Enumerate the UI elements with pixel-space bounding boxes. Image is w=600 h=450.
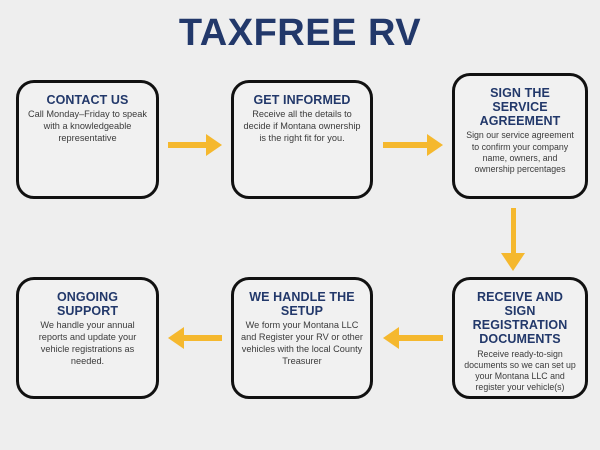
step-heading: CONTACT US: [46, 93, 129, 107]
step-box-get-informed[interactable]: GET INFORMED Receive all the details to …: [231, 80, 373, 199]
arrow-left-icon-documents-to-setup: [383, 325, 443, 351]
arrow-shaft: [168, 142, 206, 148]
step-box-receive-and-sign-registration-documents[interactable]: RECEIVE AND SIGN REGISTRATION DOCUMENTS …: [452, 277, 588, 399]
step-body: We form your Montana LLC and Register yo…: [241, 320, 363, 366]
arrow-shaft: [184, 335, 222, 341]
step-body: Receive ready-to-sign documents so we ca…: [464, 348, 576, 393]
step-heading: RECEIVE AND SIGN REGISTRATION DOCUMENTS: [472, 290, 568, 347]
step-box-ongoing-support[interactable]: ONGOING SUPPORT We handle your annual re…: [16, 277, 159, 399]
arrow-shaft: [399, 335, 443, 341]
arrow-head: [168, 327, 184, 349]
step-heading: SIGN THE SERVICE AGREEMENT: [479, 86, 561, 129]
arrow-head: [427, 134, 443, 156]
step-box-we-handle-the-setup[interactable]: WE HANDLE THE SETUP We form your Montana…: [231, 277, 373, 399]
arrow-head: [206, 134, 222, 156]
step-box-sign-the-service-agreement[interactable]: SIGN THE SERVICE AGREEMENT Sign our serv…: [452, 73, 588, 199]
step-body: Call Monday–Friday to speak with a knowl…: [28, 109, 147, 143]
step-body: Receive all the details to decide if Mon…: [243, 109, 361, 143]
arrow-down-icon-agreement-to-documents: [500, 208, 526, 271]
step-heading: WE HANDLE THE SETUP: [249, 290, 355, 319]
arrow-head: [501, 253, 525, 271]
arrow-shaft: [510, 208, 516, 253]
arrow-shaft: [383, 142, 427, 148]
step-box-contact-us[interactable]: CONTACT US Call Monday–Friday to speak w…: [16, 80, 159, 199]
arrow-left-icon-setup-to-support: [168, 325, 222, 351]
arrow-head: [383, 327, 399, 349]
arrow-right-icon-contact-to-informed: [168, 132, 222, 158]
step-body: Sign our service agreement to confirm yo…: [466, 130, 574, 175]
arrow-right-icon-informed-to-agreement: [383, 132, 443, 158]
step-body: We handle your annual reports and update…: [38, 320, 137, 366]
page-title: TAXFREE RV: [178, 12, 422, 54]
step-heading: ONGOING SUPPORT: [56, 290, 119, 319]
step-heading: GET INFORMED: [253, 93, 351, 107]
